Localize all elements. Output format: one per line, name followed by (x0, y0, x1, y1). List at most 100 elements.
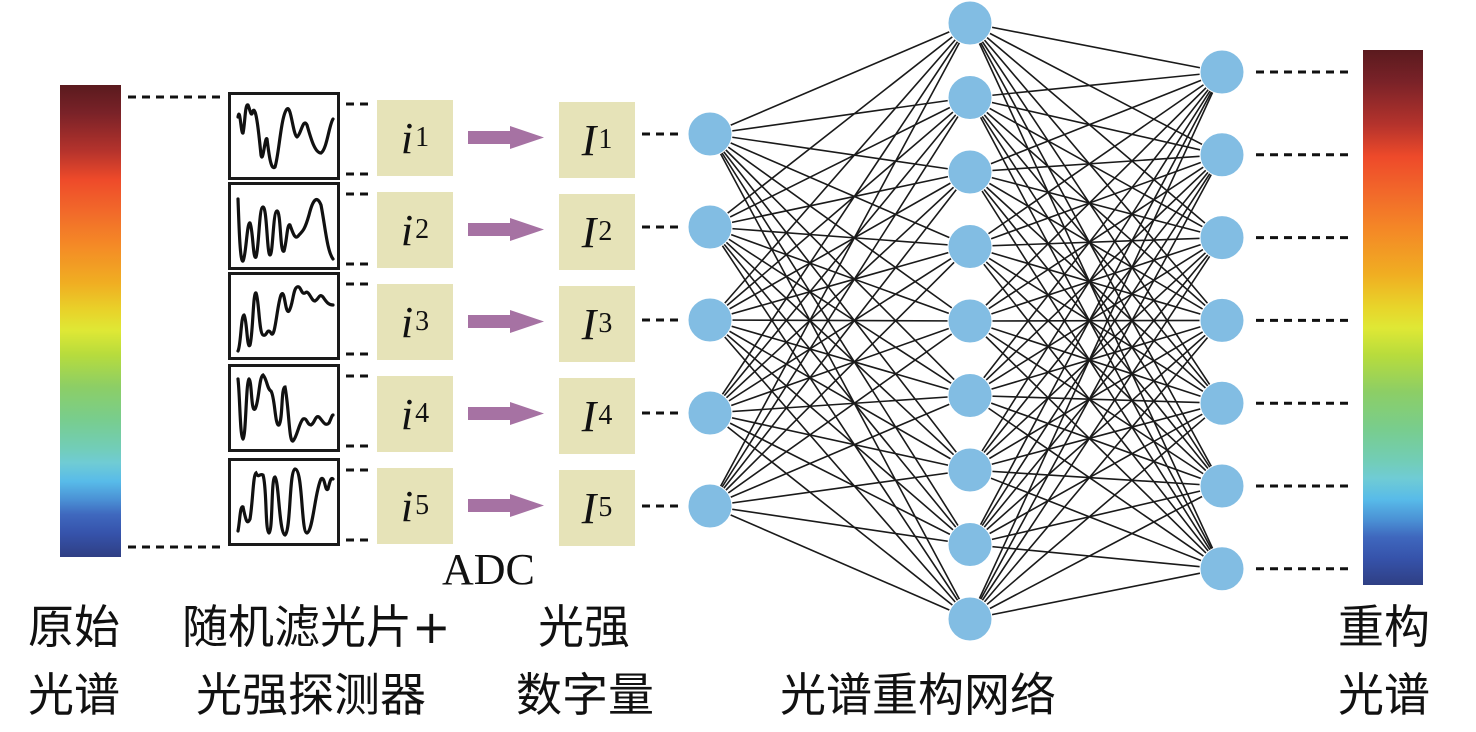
edge-h7-out5 (969, 402, 1223, 471)
photocurrent-box-3-index: 3 (415, 306, 430, 337)
filter-detector-label-line1: 随机滤光片+ (182, 600, 451, 654)
digital-intensity-box-1-index: 1 (598, 124, 613, 155)
edge-in4-h5 (709, 320, 971, 414)
edge-h2-out1 (969, 71, 1223, 99)
edge-h7-out1 (969, 71, 1223, 471)
edge-h4-out4 (969, 245, 1223, 322)
digital-intensity-box-2-symbol: I (581, 207, 597, 257)
edge-h1-out1 (969, 22, 1223, 73)
edge-in5-h1 (709, 22, 971, 507)
filter-response-4 (228, 364, 340, 452)
edge-in4-h2 (709, 96, 971, 414)
edge-h8-out2 (969, 154, 1223, 545)
edge-h9-out1 (969, 71, 1223, 620)
edge-h4-out3 (969, 236, 1223, 248)
input-node-1 (687, 111, 733, 157)
edge-h5-out5 (969, 320, 1223, 404)
edge-in4-h1 (709, 22, 971, 414)
edge-h7-out7 (969, 469, 1223, 570)
edge-in3-h9 (709, 319, 971, 620)
edge-h6-out6 (969, 394, 1223, 487)
edge-in4-h9 (709, 412, 971, 620)
edge-in3-h5 (709, 319, 971, 322)
digital-intensity-box-3-symbol: I (581, 299, 597, 349)
original-spectrum-label-line1: 原始 (28, 600, 120, 654)
edge-in2-h2 (709, 96, 971, 228)
output-node-5 (1199, 380, 1245, 426)
edge-h6-out4 (969, 319, 1223, 397)
filter-curve-4 (236, 373, 335, 443)
edge-in4-h4 (709, 245, 971, 414)
edge-in1-h2 (709, 96, 971, 135)
edge-in1-h3 (709, 133, 971, 173)
input-node-3 (687, 297, 733, 343)
edge-h2-out2 (969, 96, 1223, 156)
output-node-4 (1199, 297, 1245, 343)
photocurrent-box-1-symbol: i (400, 113, 414, 163)
edge-in2-h7 (709, 226, 971, 471)
edge-in4-h6 (709, 394, 971, 414)
edge-in5-h3 (709, 171, 971, 507)
network-label: 光谱重构网络 (780, 668, 1056, 722)
hidden-node-6 (947, 373, 993, 418)
filter-response-1 (228, 92, 340, 180)
edge-h2-out4 (969, 96, 1223, 321)
edge-h8-out6 (969, 485, 1223, 546)
edge-in5-h2 (709, 97, 971, 507)
edge-in4-h8 (709, 412, 971, 546)
digital-intensity-box-1-symbol: I (581, 115, 597, 165)
photocurrent-box-5-index: 5 (415, 490, 430, 521)
hidden-node-7 (947, 447, 993, 493)
edge-h9-out3 (969, 237, 1223, 620)
edge-h5-out7 (969, 320, 1223, 570)
edge-h7-out2 (969, 154, 1223, 471)
edge-in4-h7 (709, 412, 971, 471)
edge-h2-out7 (969, 97, 1223, 570)
filter-response-3 (228, 272, 340, 360)
edge-in1-h1 (709, 22, 971, 135)
hidden-node-8 (947, 522, 993, 567)
edge-in5-h6 (709, 394, 971, 507)
input-node-4 (687, 390, 733, 436)
photocurrent-box-2-symbol: i (400, 205, 414, 255)
edge-in2-h8 (709, 226, 971, 546)
digital-intensity-box-5-index: 5 (598, 492, 613, 523)
edge-h3-out1 (969, 71, 1223, 173)
edge-h4-out1 (969, 71, 1223, 248)
edge-h3-out3 (969, 171, 1223, 239)
edge-h3-out5 (969, 171, 1223, 404)
edge-h9-out7 (969, 568, 1223, 620)
hidden-node-3 (947, 149, 993, 195)
edge-h8-out1 (969, 71, 1223, 545)
edge-h2-out3 (969, 96, 1223, 239)
edge-h9-out4 (969, 319, 1223, 620)
edge-in3-h6 (709, 319, 971, 397)
adc-arrow-2 (468, 218, 548, 242)
edge-in5-h5 (709, 320, 971, 507)
edge-in2-h1 (709, 22, 971, 228)
reconstructed-spectrum-colorbar (1363, 50, 1423, 585)
photocurrent-box-3-symbol: i (400, 297, 414, 347)
edge-h2-out6 (969, 97, 1223, 487)
edge-h4-out5 (969, 245, 1223, 404)
output-node-3 (1199, 215, 1245, 261)
edge-h6-out1 (969, 71, 1223, 396)
edge-h6-out3 (969, 236, 1223, 397)
edge-in3-h2 (709, 96, 971, 321)
edge-h5-out4 (969, 319, 1223, 322)
edge-in5-h8 (709, 505, 971, 546)
edge-in5-h9 (709, 505, 971, 620)
photocurrent-box-4-index: 4 (415, 398, 430, 429)
edge-h9-out2 (969, 154, 1223, 620)
hidden-node-4 (947, 224, 993, 269)
edge-h5-out3 (969, 236, 1223, 322)
reconstructed-spectrum-label-line2: 光谱 (1338, 668, 1430, 722)
